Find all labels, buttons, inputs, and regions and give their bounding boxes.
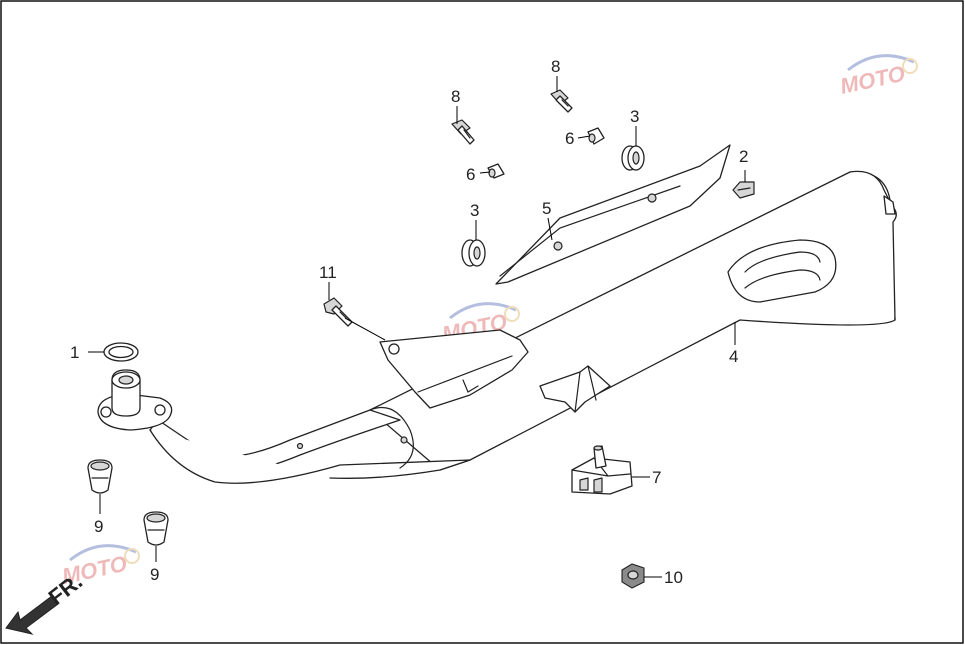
part-9-nut-left — [87, 459, 113, 494]
callout-labels: 1 2 3 3 4 5 6 6 7 8 8 9 9 10 11 — [70, 57, 748, 587]
callout-3-upper: 3 — [630, 107, 639, 126]
muffler-mount-bracket — [379, 329, 529, 409]
callout-5: 5 — [542, 199, 551, 218]
part-1-gasket — [103, 342, 139, 362]
muffler-assembly — [97, 170, 897, 484]
callout-11: 11 — [319, 263, 337, 282]
leader-lines — [88, 76, 746, 578]
heat-shield — [495, 144, 731, 285]
svg-text:MOTO: MOTO — [838, 61, 907, 99]
part-10-flange-nut — [621, 563, 645, 589]
callout-2: 2 — [739, 147, 748, 166]
callout-7: 7 — [652, 468, 661, 487]
callout-6-lower: 6 — [466, 165, 475, 184]
watermark-logo-top-right: MOTO — [838, 54, 918, 99]
callout-6-upper: 6 — [565, 129, 574, 148]
part-7-rubber-mount — [571, 445, 633, 495]
callout-8-upper: 8 — [551, 57, 560, 76]
part-9-nut-right — [143, 511, 169, 546]
front-arrow-icon — [5, 595, 59, 635]
callout-10: 10 — [664, 568, 683, 587]
part-2-clip — [732, 181, 755, 199]
front-direction-indicator: FR. — [5, 568, 87, 635]
part-6-spacer-lower — [487, 163, 505, 179]
callout-9-right: 9 — [150, 565, 159, 584]
part-6-spacer-upper — [587, 127, 605, 145]
callout-3-lower: 3 — [470, 201, 479, 220]
part-3-washer-lower — [461, 239, 486, 267]
callout-8-lower: 8 — [451, 87, 460, 106]
callout-1: 1 — [70, 343, 79, 362]
part-3-washer-upper — [621, 145, 645, 171]
part-11-bolt — [323, 297, 353, 327]
part-8-bolt-lower — [451, 119, 475, 145]
callout-9-left: 9 — [94, 517, 103, 536]
part-8-bolt-upper — [550, 89, 573, 113]
callout-4: 4 — [729, 347, 738, 366]
